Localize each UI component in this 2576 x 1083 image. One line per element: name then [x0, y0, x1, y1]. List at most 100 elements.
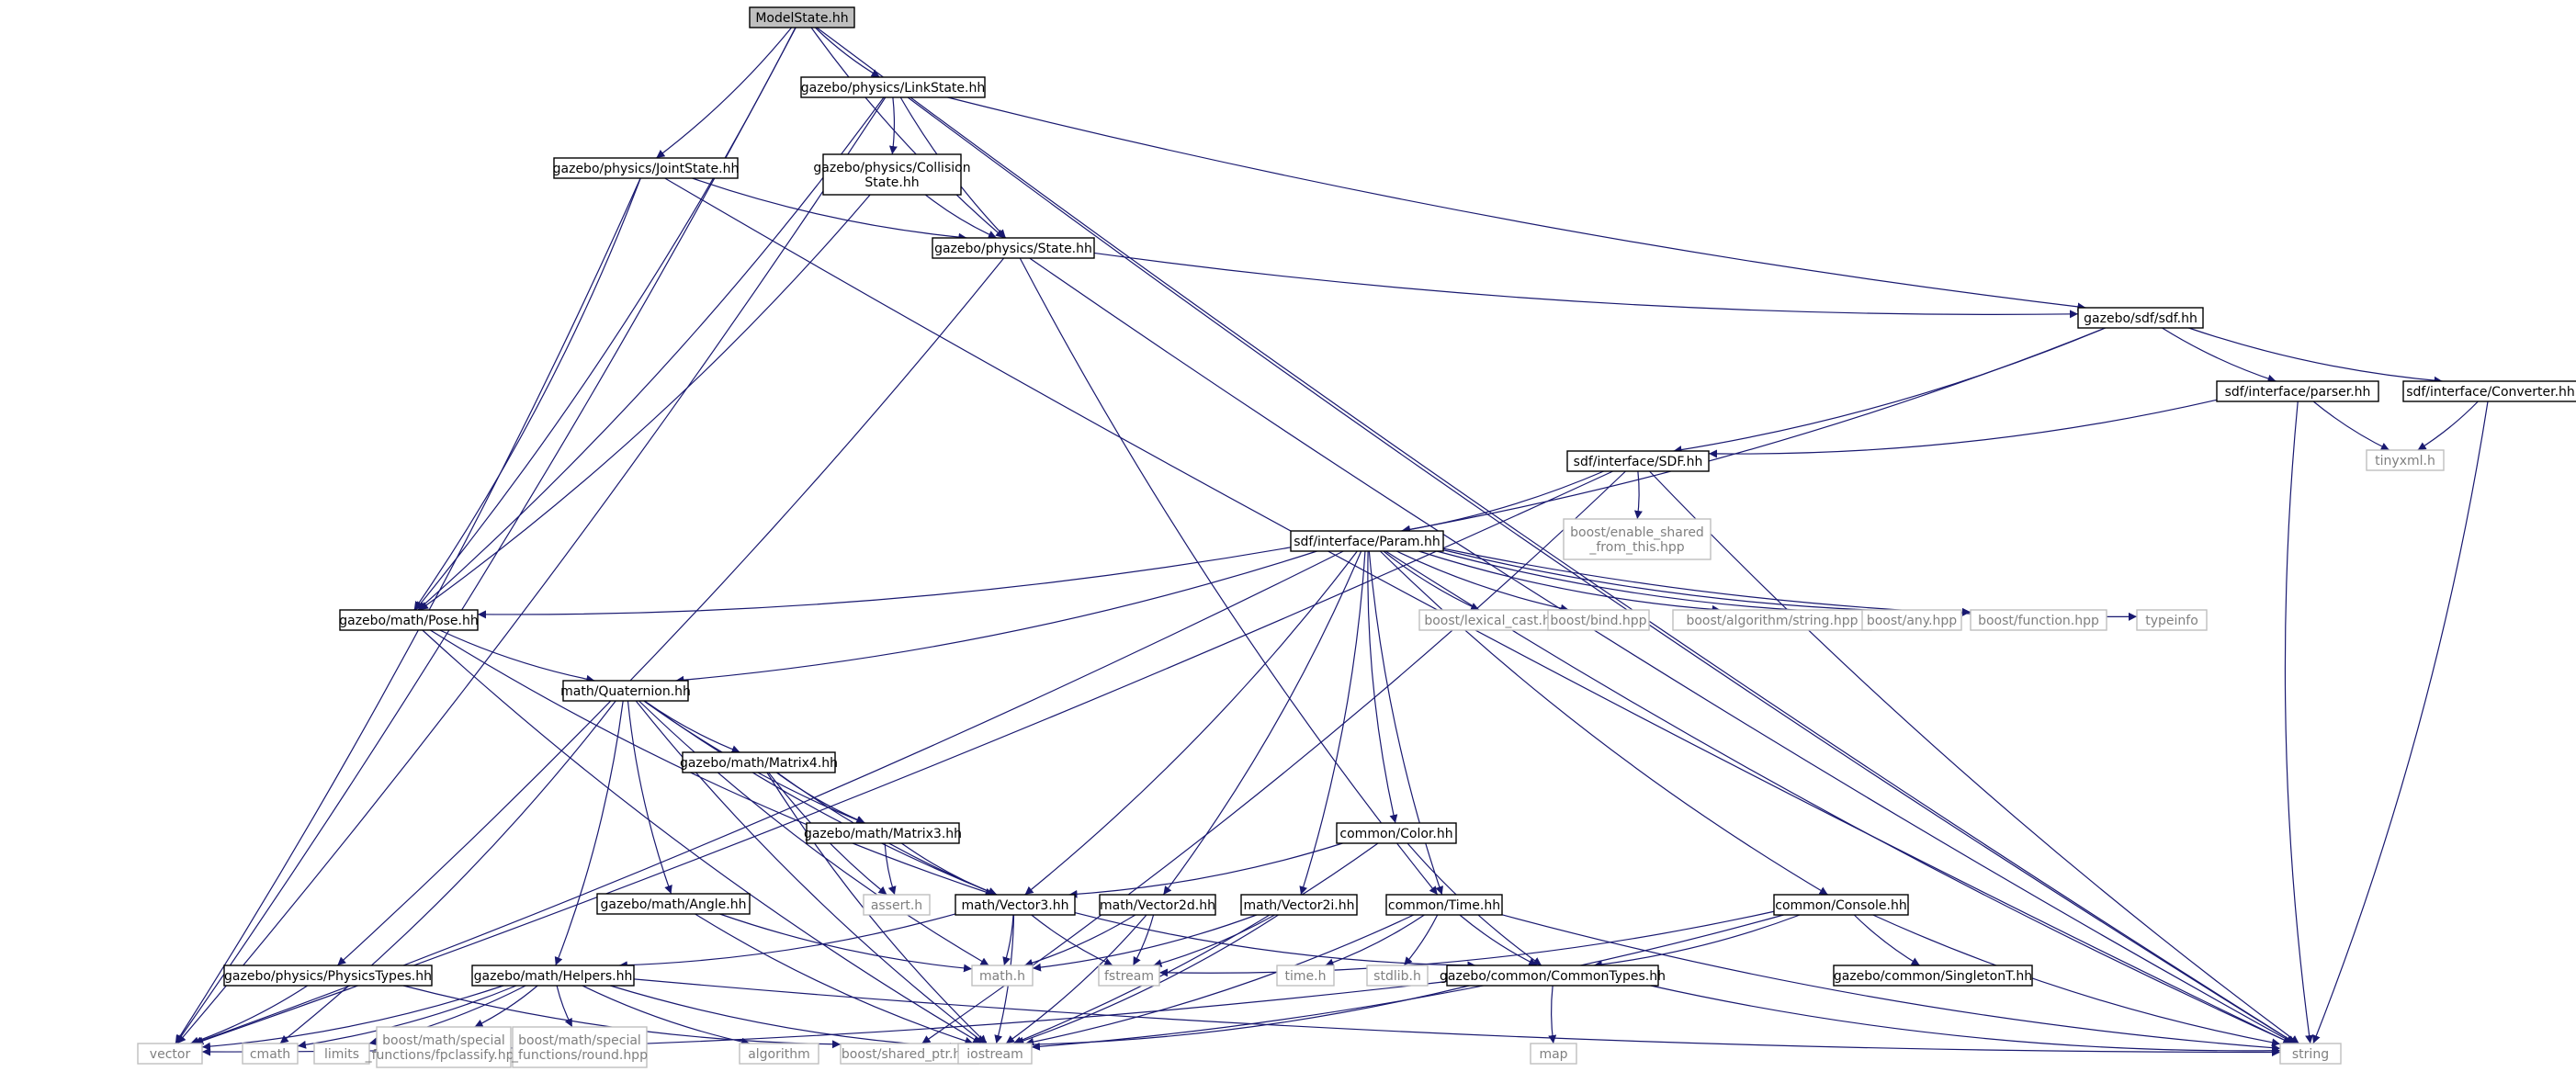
node-box-vector [137, 1043, 203, 1065]
node-box-Vector2d [1099, 894, 1216, 916]
node-label-Pose: gazebo/math/Pose.hh [339, 614, 479, 628]
node-Vector2i[interactable]: math/Vector2i.hh [1240, 894, 1358, 916]
node-label-Color: common/Color.hh [1339, 827, 1452, 841]
node-label-shared_ptr: boost/shared_ptr.hpp [842, 1047, 977, 1062]
node-box-map [1530, 1043, 1577, 1065]
node-label-lexical_cast: boost/lexical_cast.hpp [1424, 614, 1566, 628]
node-label-vector: vector [150, 1047, 191, 1062]
node-Pose[interactable]: gazebo/math/Pose.hh [339, 609, 479, 631]
node-box-round [512, 1026, 648, 1068]
node-box-SingletonT [1833, 965, 2033, 987]
node-box-CommonTypes [1446, 965, 1659, 987]
node-Converter[interactable]: sdf/interface/Converter.hh [2402, 380, 2576, 402]
node-label-any: boost/any.hpp [1867, 614, 1957, 628]
edge-Color-to-Vector3 [1068, 842, 1343, 898]
node-box-algorithm [739, 1043, 819, 1065]
node-Angle[interactable]: gazebo/math/Angle.hh [596, 893, 751, 915]
node-box-enable_shared [1563, 518, 1712, 560]
node-Vector3[interactable]: math/Vector3.hh [955, 894, 1076, 916]
node-box-Vector2i [1240, 894, 1358, 916]
edge-State-to-string [1029, 257, 2295, 1044]
node-label-enable_shared: _from_this.hpp [1588, 540, 1684, 555]
node-Matrix3[interactable]: gazebo/math/Matrix3.hh [804, 822, 962, 844]
node-label-enable_shared: boost/enable_shared [1570, 525, 1704, 540]
edge-SDF-to-enable_shared [1633, 470, 1643, 520]
node-Matrix4[interactable]: gazebo/math/Matrix4.hh [680, 751, 838, 773]
node-cmath: cmath [242, 1043, 299, 1065]
edge-Time-to-iostream [1025, 914, 1415, 1046]
edge-Console-to-CommonTypes [1593, 914, 1801, 969]
node-label-algorithm: algorithm [748, 1047, 810, 1062]
edge-Matrix3-to-assert [884, 842, 897, 896]
edge-LinkState-to-sdf [947, 96, 2086, 311]
node-Time[interactable]: common/Time.hh [1385, 894, 1503, 916]
node-SDF[interactable]: sdf/interface/SDF.hh [1566, 450, 1710, 472]
node-box-Matrix3 [806, 822, 960, 844]
node-box-parser [2216, 380, 2379, 402]
edge-Quaternion-to-Angle [627, 700, 672, 895]
node-sdf[interactable]: gazebo/sdf/sdf.hh [2077, 307, 2204, 329]
node-ModelState[interactable]: ModelState.hh [749, 6, 855, 28]
node-label-map: map [1539, 1047, 1567, 1062]
node-Param[interactable]: sdf/interface/Param.hh [1290, 530, 1444, 552]
node-Console[interactable]: common/Console.hh [1773, 894, 1909, 916]
node-box-Quaternion [562, 680, 689, 702]
node-box-JointState [553, 157, 739, 179]
node-label-Vector3: math/Vector3.hh [961, 898, 1068, 913]
node-tinyxml: tinyxml.h [2366, 449, 2445, 471]
node-assert: assert.h [863, 894, 931, 916]
node-Helpers[interactable]: gazebo/math/Helpers.hh [471, 965, 635, 987]
edge-Param-to-Color [1367, 550, 1398, 824]
edge-Pose-to-Quaternion [439, 629, 595, 683]
node-timeh: time.h [1276, 965, 1335, 987]
node-SingletonT[interactable]: gazebo/common/SingletonT.hh [1833, 965, 2033, 987]
node-box-LinkState [800, 76, 986, 98]
edge-SDF-to-string [1649, 470, 2299, 1044]
edge-ModelState-to-JointState [656, 27, 793, 159]
node-box-fpclassify [376, 1026, 512, 1068]
edge-Param-to-algstring [1418, 550, 1721, 614]
edge-Param-to-typeinfo [1442, 547, 2138, 621]
edge-State-to-Time [1019, 257, 1439, 896]
edge-Color-to-iostream [1012, 842, 1379, 1044]
node-label-timeh: time.h [1285, 969, 1327, 984]
node-label-stdlib: stdlib.h [1373, 969, 1421, 984]
node-State[interactable]: gazebo/physics/State.hh [932, 237, 1095, 259]
edge-Vector2i-to-iostream [1015, 914, 1279, 1045]
node-label-State: gazebo/physics/State.hh [934, 242, 1092, 256]
node-JointState[interactable]: gazebo/physics/JointState.hh [553, 157, 740, 179]
edge-SDF-to-Param [1401, 470, 1604, 534]
node-label-typeinfo: typeinfo [2145, 614, 2198, 628]
edge-parser-to-SDF [1708, 399, 2218, 458]
edge-Angle-to-mathh [719, 913, 973, 973]
node-PhysicsTypes[interactable]: gazebo/physics/PhysicsTypes.hh [223, 965, 433, 987]
edge-Helpers-to-round [556, 985, 573, 1028]
node-box-ModelState [749, 6, 855, 28]
edge-Quaternion-to-Helpers [554, 700, 624, 966]
edge-Vector2i-to-mathh [1032, 914, 1258, 972]
node-label-Converter: sdf/interface/Converter.hh [2406, 385, 2575, 400]
edge-Helpers-to-algorithm [582, 985, 751, 1046]
edge-Param-to-bind [1395, 550, 1569, 613]
node-LinkState[interactable]: gazebo/physics/LinkState.hh [800, 76, 986, 98]
edge-Param-to-Console [1379, 550, 1828, 896]
node-Quaternion[interactable]: math/Quaternion.hh [560, 680, 691, 702]
node-bind: boost/bind.hpp [1547, 609, 1650, 631]
node-map: map [1530, 1043, 1577, 1065]
edge-PhysicsTypes-to-vector [190, 985, 309, 1045]
node-Vector2d[interactable]: math/Vector2d.hh [1099, 894, 1216, 916]
node-label-parser: sdf/interface/parser.hh [2225, 385, 2371, 400]
edge-Quaternion-to-Matrix4 [644, 700, 740, 753]
node-box-typeinfo [2136, 609, 2208, 631]
node-parser[interactable]: sdf/interface/parser.hh [2216, 380, 2379, 402]
edge-ModelState-to-LinkState [814, 27, 880, 78]
node-label-limits: limits [324, 1047, 359, 1062]
edge-Time-to-stdlib [1403, 914, 1439, 966]
node-box-bind [1547, 609, 1650, 631]
node-typeinfo: typeinfo [2136, 609, 2208, 631]
node-Color[interactable]: common/Color.hh [1336, 822, 1457, 844]
node-box-Helpers [471, 965, 635, 987]
node-CommonTypes[interactable]: gazebo/common/CommonTypes.hh [1440, 965, 1666, 987]
node-box-Matrix4 [682, 751, 836, 773]
